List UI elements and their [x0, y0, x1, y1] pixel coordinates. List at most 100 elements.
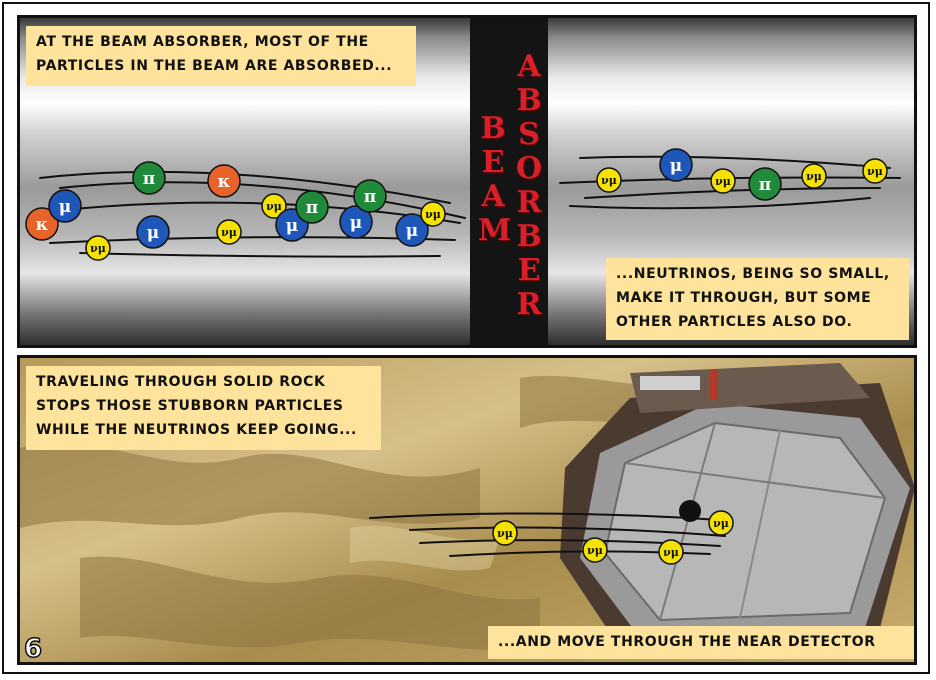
- particle-symbol: νμ: [221, 226, 237, 239]
- particle-neutrino: νμ: [708, 510, 734, 536]
- particle-symbol: μ: [670, 156, 682, 176]
- particle-neutrino: νμ: [492, 520, 518, 546]
- absorber-letter: E: [481, 145, 505, 180]
- particle-ball: [748, 167, 782, 201]
- absorber-letter: A: [481, 179, 505, 214]
- particle-ball: [85, 235, 111, 261]
- particle-symbol: π: [143, 169, 155, 189]
- caption-line: Traveling through solid rock: [36, 374, 326, 390]
- particle-ball: [596, 167, 622, 193]
- particle-ball: [710, 168, 736, 194]
- particle-neutrino: νμ: [862, 158, 888, 184]
- particle-symbol: π: [364, 187, 376, 207]
- particle-ball: [25, 207, 59, 241]
- particle-symbol: νμ: [497, 527, 513, 540]
- particle-symbol: νμ: [601, 174, 617, 187]
- particle-kaon: κ: [207, 164, 241, 198]
- particle-neutrino: νμ: [420, 201, 446, 227]
- particle-neutrino: νμ: [801, 163, 827, 189]
- caption-solid-rock: Traveling through solid rock stops those…: [26, 366, 381, 450]
- caption-line: while the neutrinos keep going...: [36, 422, 357, 438]
- particle-pion: π: [295, 190, 329, 224]
- particle-muon: μ: [48, 189, 82, 223]
- caption-near-detector: ...and move through the near detector: [488, 626, 914, 659]
- particle-ball: [48, 189, 82, 223]
- particle-symbol: μ: [286, 216, 298, 236]
- particle-pion: π: [748, 167, 782, 201]
- particle-symbol: μ: [59, 197, 71, 217]
- particle-muon: μ: [659, 148, 693, 182]
- particle-pion: π: [353, 179, 387, 213]
- particle-kaon: κ: [25, 207, 59, 241]
- particle-ball: [207, 164, 241, 198]
- beam-absorber-block: B E A M A B S O R B E R: [470, 18, 548, 345]
- absorber-letter: B: [516, 219, 542, 254]
- particle-ball: [353, 179, 387, 213]
- particle-neutrino: νμ: [261, 193, 287, 219]
- caption-neutrinos-pass: ...neutrinos, being so small, make it th…: [606, 258, 909, 340]
- particle-symbol: νμ: [425, 208, 441, 221]
- page-number: 6: [23, 633, 43, 665]
- panel-near-detector: νμ νμ νμ νμ Traveling through solid rock st…: [17, 355, 917, 665]
- caption-line: particles in the beam are absorbed...: [36, 58, 393, 74]
- particle-muon: μ: [136, 215, 170, 249]
- absorber-letter: M: [478, 213, 512, 248]
- particle-symbol: νμ: [663, 546, 679, 559]
- particle-symbol: κ: [218, 172, 231, 192]
- particle-ball: [132, 161, 166, 195]
- absorber-letter: A: [517, 49, 541, 84]
- particle-ball: [395, 213, 429, 247]
- caption-line: stops those stubborn particles: [36, 398, 344, 414]
- particle-ball: [659, 148, 693, 182]
- particle-muon: μ: [395, 213, 429, 247]
- absorber-letter: S: [518, 117, 540, 152]
- caption-line: ...neutrinos, being so small,: [616, 266, 890, 282]
- caption-line: other particles also do.: [616, 314, 853, 330]
- caption-line: At the beam absorber, most of the: [36, 34, 369, 50]
- particle-muon: μ: [339, 205, 373, 239]
- particles-right: νμ μ νμ π νμ νμ: [596, 148, 888, 201]
- particle-neutrino: νμ: [596, 167, 622, 193]
- absorber-letter: R: [516, 185, 542, 220]
- absorber-letter: B: [516, 83, 542, 118]
- particle-symbol: νμ: [587, 544, 603, 557]
- particle-ball: [295, 190, 329, 224]
- particle-symbol: νμ: [715, 175, 731, 188]
- particle-neutrino: νμ: [658, 539, 684, 565]
- particle-ball: [801, 163, 827, 189]
- particle-pion: π: [132, 161, 166, 195]
- caption-line: ...and move through the near detector: [498, 634, 876, 650]
- particle-symbol: νμ: [90, 242, 106, 255]
- particle-ball: [216, 219, 242, 245]
- panel-beam-absorber: B E A M A B S O R B E R κ: [17, 15, 917, 348]
- particle-ball: [136, 215, 170, 249]
- particle-ball: [658, 539, 684, 565]
- absorber-letter: E: [517, 253, 541, 288]
- particle-ball: [708, 510, 734, 536]
- particle-neutrino: νμ: [582, 537, 608, 563]
- particle-ball: [339, 205, 373, 239]
- particle-symbol: κ: [36, 215, 49, 235]
- particles-bottom: νμ νμ νμ νμ: [492, 510, 734, 565]
- particle-neutrino: νμ: [216, 219, 242, 245]
- particle-ball: [492, 520, 518, 546]
- particle-neutrino: νμ: [85, 235, 111, 261]
- absorber-letter: R: [516, 287, 542, 322]
- absorber-letter: B: [480, 111, 506, 146]
- particle-symbol: μ: [147, 223, 159, 243]
- particle-symbol: νμ: [713, 517, 729, 530]
- absorber-letter: O: [515, 151, 543, 186]
- particle-symbol: νμ: [867, 165, 883, 178]
- particle-ball: [261, 193, 287, 219]
- caption-line: make it through, but some: [616, 290, 872, 306]
- particle-symbol: μ: [350, 213, 362, 233]
- particle-ball: [420, 201, 446, 227]
- particle-symbol: π: [759, 175, 771, 195]
- particle-symbol: μ: [406, 221, 418, 241]
- particle-symbol: νμ: [806, 170, 822, 183]
- particle-symbol: νμ: [266, 200, 282, 213]
- particle-symbol: π: [306, 198, 318, 218]
- particle-ball: [582, 537, 608, 563]
